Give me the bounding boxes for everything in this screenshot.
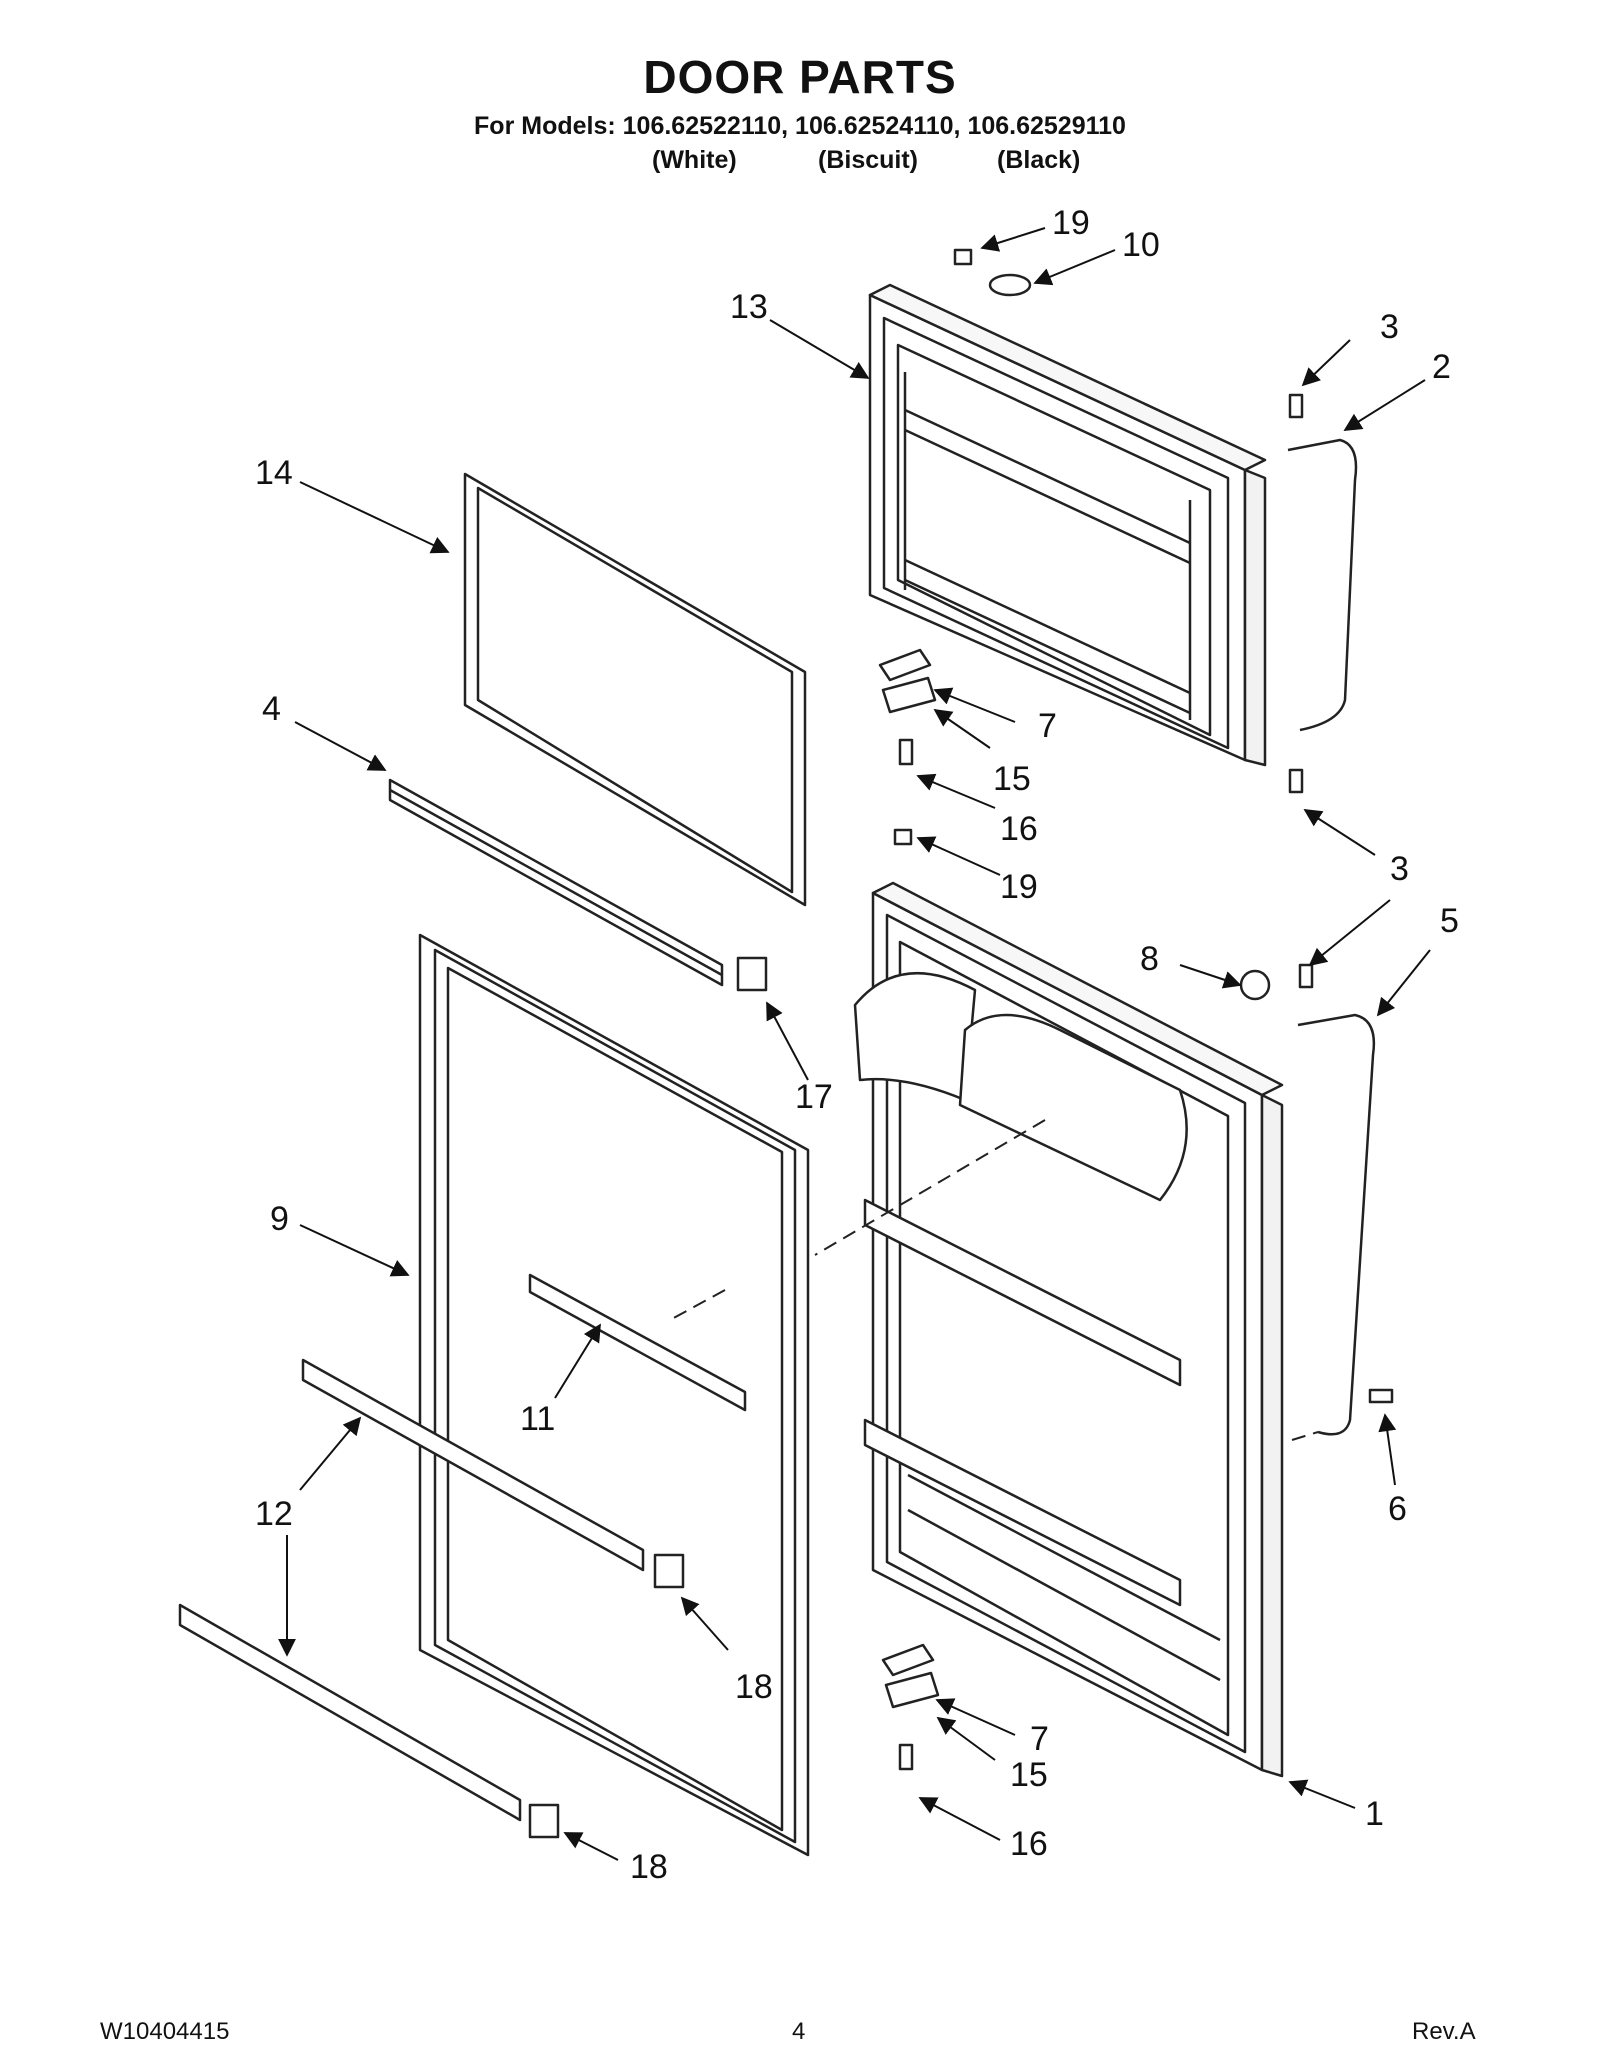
callout-15: 15 bbox=[1010, 1756, 1048, 1794]
page-number: 4 bbox=[792, 2018, 806, 2045]
trim-strip-4 bbox=[388, 778, 724, 987]
callout-8: 8 bbox=[1140, 940, 1159, 978]
callout-10: 10 bbox=[1122, 226, 1160, 264]
trim-strip-12a bbox=[301, 1358, 645, 1572]
callout-13: 13 bbox=[730, 288, 768, 326]
screw-16b bbox=[898, 1743, 914, 1771]
callout-15: 15 bbox=[993, 760, 1031, 798]
color-white: (White) bbox=[652, 146, 737, 174]
callout-5: 5 bbox=[1440, 902, 1459, 940]
callout-labels: 19 10 13 3 2 14 4 7 15 16 19 3 3 5 8 17 … bbox=[255, 204, 1459, 1886]
screw-6 bbox=[1368, 1388, 1394, 1404]
callout-18: 18 bbox=[630, 1848, 668, 1886]
end-cap-18b bbox=[528, 1803, 560, 1839]
callout-16: 16 bbox=[1000, 810, 1038, 848]
callout-16: 16 bbox=[1010, 1825, 1048, 1863]
hinge-lower bbox=[881, 1643, 935, 1677]
callout-17: 17 bbox=[795, 1078, 833, 1116]
screw-3a bbox=[1288, 393, 1304, 419]
callout-19: 19 bbox=[1000, 868, 1038, 906]
plug-10 bbox=[988, 273, 1032, 297]
screw-16a bbox=[898, 738, 914, 766]
callout-1: 1 bbox=[1365, 1795, 1384, 1833]
callout-3: 3 bbox=[1390, 850, 1409, 888]
callout-18: 18 bbox=[735, 1668, 773, 1706]
refrigerator-gasket bbox=[418, 933, 810, 1857]
color-biscuit: (Biscuit) bbox=[818, 146, 918, 174]
revision: Rev.A bbox=[1412, 2018, 1476, 2045]
callout-12: 12 bbox=[255, 1495, 293, 1533]
hinge-upper bbox=[878, 648, 932, 682]
refrigerator-door bbox=[853, 881, 1284, 1778]
freezer-handle bbox=[1287, 438, 1358, 732]
callout-14: 14 bbox=[255, 454, 293, 492]
page-title: DOOR PARTS bbox=[643, 51, 957, 103]
color-black: (Black) bbox=[997, 146, 1081, 174]
screw-3c bbox=[1298, 963, 1314, 989]
callout-19: 19 bbox=[1052, 204, 1090, 242]
callout-2: 2 bbox=[1432, 348, 1451, 386]
end-cap-17 bbox=[736, 956, 768, 992]
callout-11: 11 bbox=[520, 1400, 555, 1438]
freezer-gasket bbox=[463, 472, 807, 907]
freezer-door bbox=[868, 283, 1267, 767]
callout-9: 9 bbox=[270, 1200, 289, 1238]
leader-arrows bbox=[278, 227, 1431, 1861]
callout-6: 6 bbox=[1388, 1490, 1407, 1528]
alignment-lines bbox=[669, 1119, 1319, 1441]
models-line: For Models: 106.62522110, 106.62524110, … bbox=[474, 112, 1126, 140]
trim-strip-12b bbox=[178, 1603, 522, 1822]
trim-strip-11 bbox=[528, 1273, 747, 1412]
document-number: W10404415 bbox=[100, 2018, 230, 2045]
end-cap-18a bbox=[653, 1553, 685, 1589]
callout-4: 4 bbox=[262, 690, 281, 728]
plug-8 bbox=[1239, 969, 1271, 1001]
callout-3: 3 bbox=[1380, 308, 1399, 346]
pin-19-top bbox=[953, 248, 973, 266]
refrigerator-handle bbox=[1297, 1013, 1376, 1436]
pin-19-lower bbox=[893, 828, 913, 846]
callout-7: 7 bbox=[1038, 707, 1057, 745]
callout-7: 7 bbox=[1030, 1720, 1049, 1758]
screw-3b bbox=[1288, 768, 1304, 794]
